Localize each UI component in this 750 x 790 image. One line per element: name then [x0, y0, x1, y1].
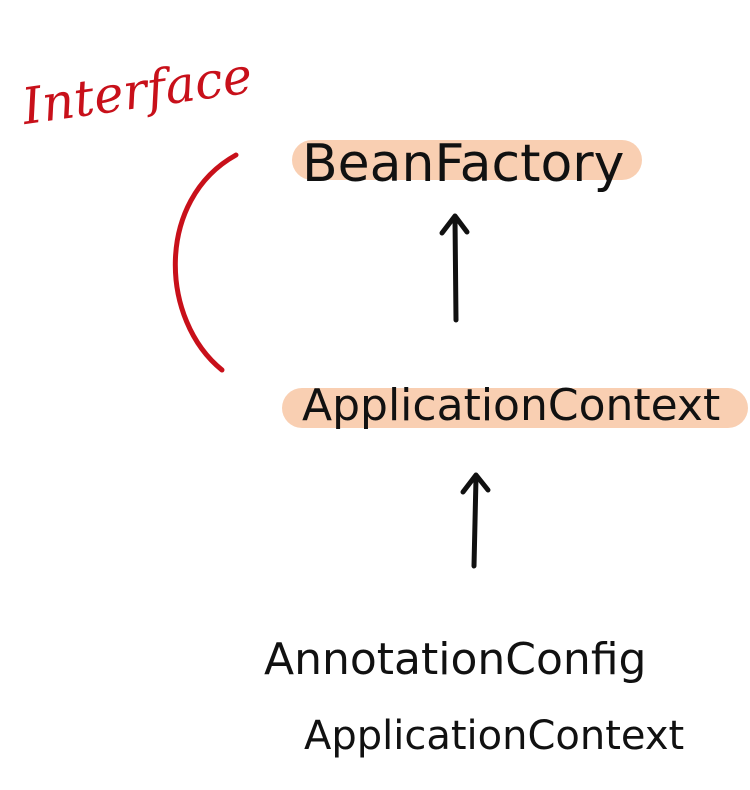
application-context-label: ApplicationContext: [302, 380, 721, 431]
arrow-to-bean-factory: [439, 213, 470, 323]
annotation-application-context-label: ApplicationContext: [304, 713, 685, 759]
arrow-to-application-context: [460, 472, 491, 569]
application-context-highlight: [282, 388, 748, 428]
annotation-config-label: AnnotationConfig: [264, 634, 647, 685]
interface-bracket: [172, 152, 239, 373]
bean-factory-label: BeanFactory: [302, 134, 625, 194]
bean-factory-highlight: [292, 140, 642, 180]
